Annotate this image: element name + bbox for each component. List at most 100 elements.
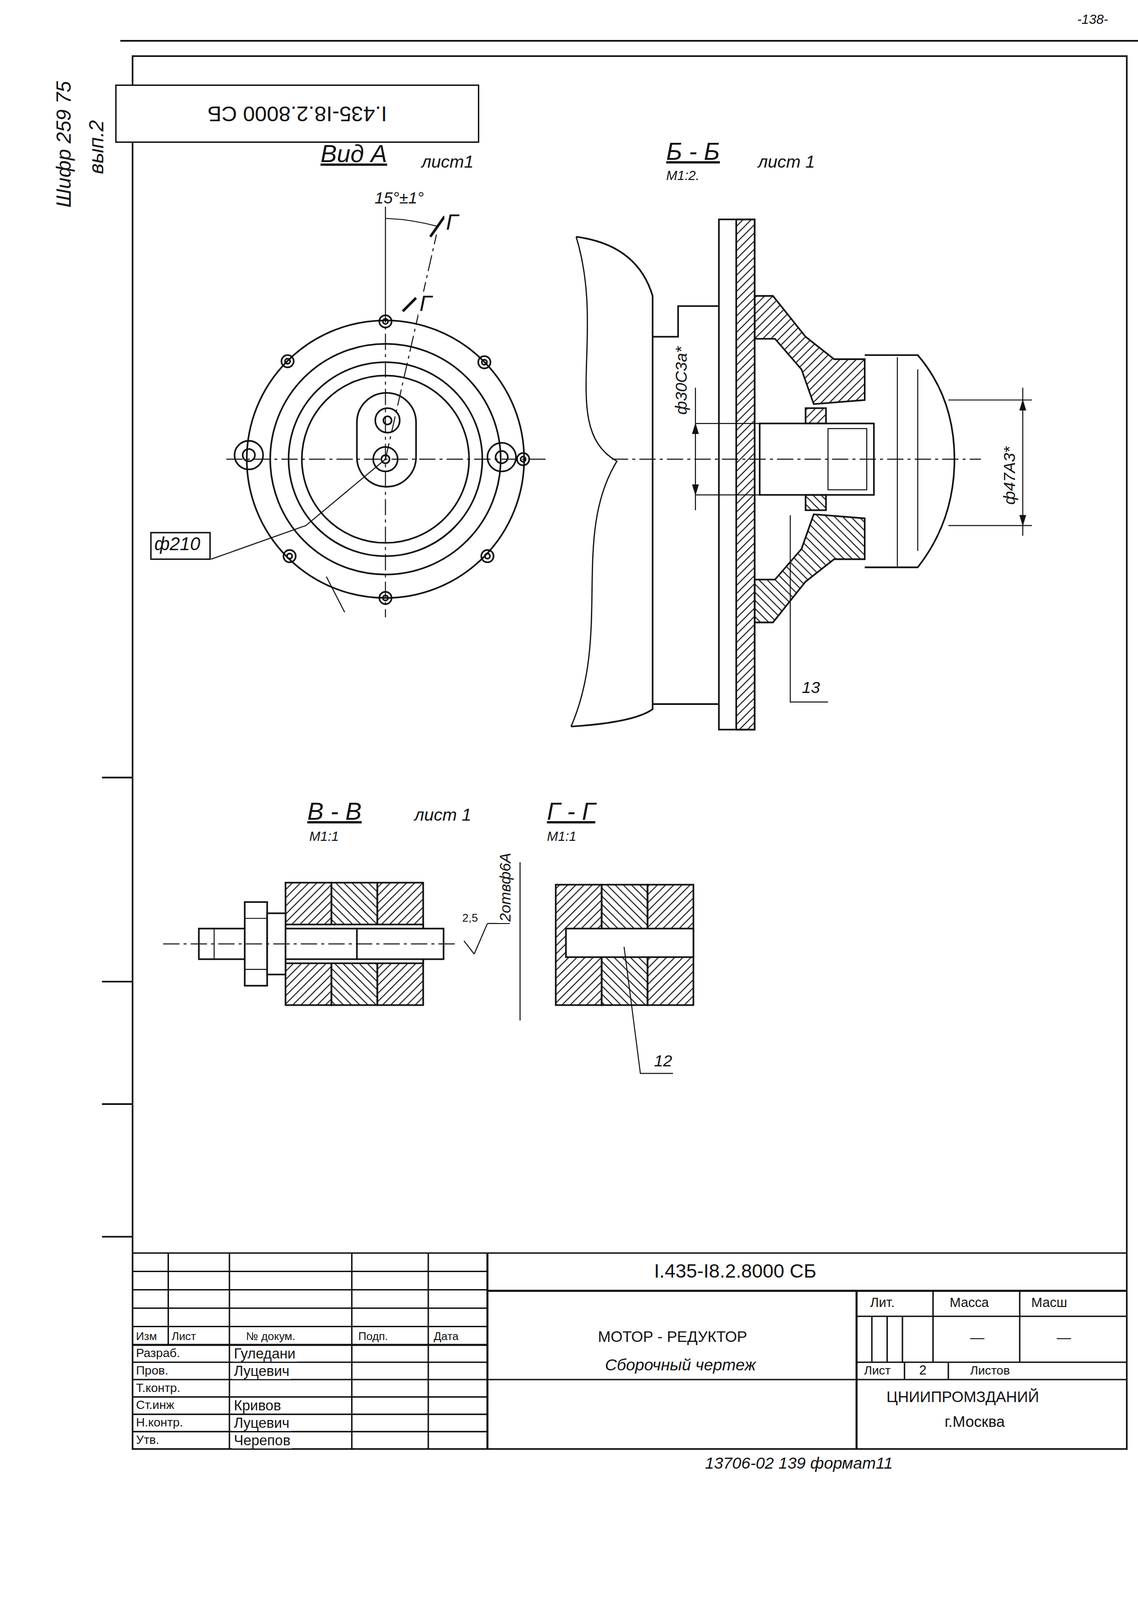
dimension: ф210	[152, 534, 202, 554]
drawing-line	[351, 1252, 353, 1449]
drawing-line	[652, 702, 719, 705]
drawing-line	[101, 1235, 133, 1238]
drawing-line	[132, 1325, 488, 1327]
drawing-line	[167, 1252, 169, 1345]
name-cell: Луцевич	[232, 1363, 291, 1379]
drawing-line	[283, 549, 297, 563]
drawing-line	[917, 369, 919, 551]
view-title: Вид А	[319, 140, 389, 167]
drawing-line	[132, 1343, 488, 1346]
document-code: I.435-I8.2.8000 СБ	[652, 1260, 819, 1281]
role-cell: Т.контр.	[134, 1380, 182, 1394]
drawing-type: Сборочный чертеж	[603, 1356, 757, 1374]
drawing-line	[234, 440, 264, 470]
drawing-line	[871, 1315, 873, 1362]
drawing-line	[427, 1252, 429, 1449]
dimension: ф30С3а*	[672, 345, 690, 416]
drawing-line	[281, 354, 294, 368]
drawing-line	[244, 968, 268, 970]
dimension: 2отвф6А	[497, 851, 514, 923]
drawing-line	[402, 297, 416, 312]
drawing-line	[864, 354, 955, 567]
drawing-line	[482, 359, 488, 365]
callout-number: 13	[800, 678, 822, 696]
drawing-line	[611, 458, 982, 460]
drawing-line	[948, 399, 1032, 401]
drawing-line	[101, 980, 133, 983]
table-cell: —	[968, 1329, 986, 1346]
drawing-line	[695, 387, 1032, 702]
drawing-line	[132, 1395, 488, 1397]
table-header: Листов	[968, 1363, 1012, 1377]
table-cell: 2	[917, 1362, 928, 1377]
roughness: 2,5	[460, 911, 480, 924]
table-header: Подп.	[356, 1329, 390, 1342]
role-cell: Ст.инж	[134, 1397, 176, 1411]
stamp-text: I.435-I8.2.8000 СБ	[207, 101, 387, 127]
drawing-line	[754, 514, 865, 623]
drawing-line	[692, 399, 1026, 526]
name-cell: Луцевич	[232, 1415, 291, 1431]
role-cell: Разраб.	[134, 1345, 182, 1359]
drawing-line	[896, 357, 898, 567]
drawing-line	[132, 1288, 488, 1290]
name-cell: Черепов	[232, 1432, 292, 1448]
drawing-line	[495, 450, 509, 464]
drawing-line	[901, 1315, 903, 1362]
section-g-g	[555, 884, 694, 1073]
drawing-line	[383, 416, 392, 425]
view-a	[151, 203, 546, 617]
drawing-line	[132, 1306, 488, 1309]
section-v-v	[162, 882, 459, 1005]
role-cell: Утв.	[134, 1432, 161, 1446]
scale: М1:2.	[664, 168, 701, 183]
sheet-ref: лист 1	[413, 805, 473, 825]
drawing-line	[385, 306, 387, 618]
drawing-line	[487, 1289, 1127, 1292]
scale: М1:1	[308, 829, 341, 843]
drawing-line	[132, 1361, 488, 1363]
table-header: Масш	[1030, 1294, 1069, 1309]
drawing-line	[486, 1252, 489, 1449]
drawing-line	[855, 1290, 858, 1449]
drawing-line	[285, 358, 291, 364]
title-block-grid	[132, 1252, 1127, 1449]
archive-code: Шифр 259 75	[53, 79, 75, 210]
drawing-line	[571, 236, 617, 727]
drawing-line	[718, 219, 755, 730]
role-cell: Н.контр.	[134, 1415, 185, 1429]
drawing-line	[487, 1378, 1127, 1380]
drawing-line	[519, 862, 521, 1021]
table-cell: —	[1055, 1329, 1073, 1346]
table-header: № докум.	[244, 1329, 297, 1342]
drawing-line	[1019, 1290, 1021, 1363]
drawing-line	[356, 392, 416, 487]
drawing-line	[487, 442, 516, 471]
drawing-line	[566, 928, 694, 957]
drawing-line	[754, 295, 865, 404]
dimension: ф47А3*	[1001, 444, 1019, 506]
drawing-line	[478, 355, 491, 369]
table-header: Изм	[134, 1329, 159, 1342]
drawing-line	[652, 306, 719, 337]
drawing-line	[132, 1251, 1127, 1254]
section-title: Б - Б	[664, 138, 722, 165]
drawing-line	[805, 408, 826, 424]
drawing-line	[132, 1378, 488, 1380]
table-header: Лист	[862, 1363, 892, 1377]
drawing-line	[464, 940, 475, 954]
table-header: Дата	[432, 1329, 460, 1342]
drawing-line	[487, 922, 511, 924]
page-number: -138-	[1075, 12, 1110, 27]
scale: М1:1	[545, 829, 578, 843]
drawing-line	[211, 459, 386, 560]
drawing-line	[385, 218, 439, 227]
drawing-line	[474, 923, 488, 954]
drawing-line	[244, 917, 268, 919]
drawing-line	[903, 1361, 906, 1380]
table-header: Лист	[170, 1329, 198, 1342]
section-b-b	[571, 219, 1032, 730]
section-mark: Г	[444, 210, 460, 234]
drawing-line	[101, 1102, 133, 1105]
drawing-line	[886, 1315, 888, 1362]
